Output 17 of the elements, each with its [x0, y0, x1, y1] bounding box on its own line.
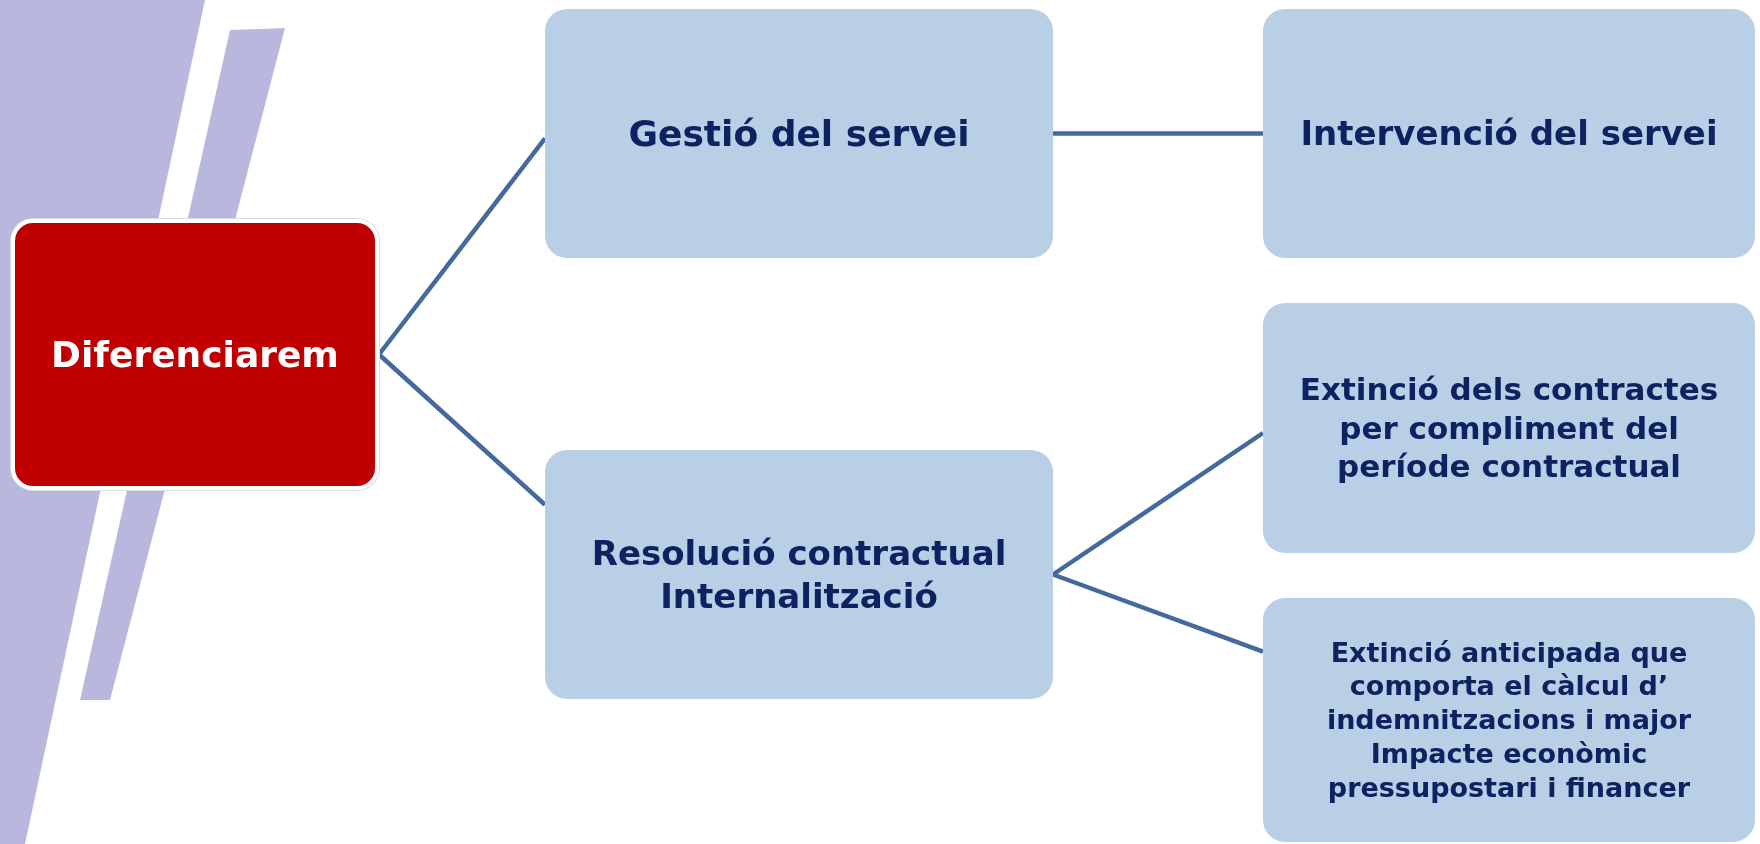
box-label: Resolució contractual Internalització — [590, 532, 1008, 617]
topic-box — [1263, 303, 1755, 553]
topic-box — [545, 450, 1053, 699]
topic-box — [1263, 598, 1755, 842]
connector-line — [1052, 572, 1264, 654]
box-label: Intervenció del servei — [1300, 112, 1718, 155]
topic-box — [1263, 9, 1755, 258]
connector-line — [377, 352, 547, 507]
box-label: Extinció dels contractes per compliment del període contractual — [1298, 369, 1720, 487]
box-label: Diferenciarem — [51, 333, 339, 377]
connector-line — [377, 137, 547, 356]
box-label: Extinció anticipada que comporta el càlcul d’ indemnitzacions i major Impacte econòmic pressupostari i financer — [1325, 635, 1693, 805]
box-label: Gestió del servei — [628, 112, 970, 156]
root-box — [11, 219, 379, 490]
connector-line — [1051, 431, 1265, 577]
connector-line — [1053, 131, 1263, 136]
topic-box — [545, 9, 1053, 258]
